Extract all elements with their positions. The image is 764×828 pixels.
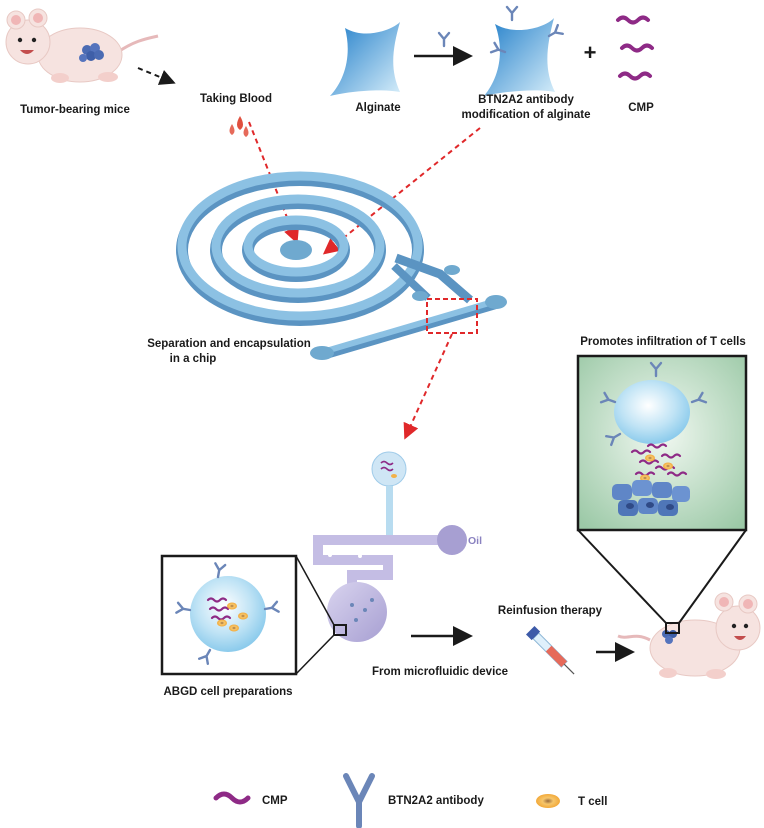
abgd-inset-panel [160,554,298,676]
infiltration-panel [576,354,748,532]
label-oil: Oil [468,535,482,547]
cmp-strands [616,15,654,81]
label-reinfusion: Reinfusion therapy [498,605,603,617]
label-abgd: ABGD cell preparations [163,686,292,698]
device-zoom-box [333,624,347,636]
zoom-line-left [577,529,667,624]
zoom-connector-top [295,555,335,626]
tumor-mass [79,43,104,62]
legend-tcell-swatch [536,794,560,808]
legend-cmp-swatch [213,791,251,805]
treated-mouse-illustration [617,592,761,679]
droplet-microfluidic-device [313,451,467,642]
mouse-zoom-box [665,622,680,634]
label-tumor-mice: Tumor-bearing mice [20,104,130,116]
label-from-device: From microfluidic device [372,666,508,678]
plus-sign: + [584,40,597,65]
blood-drops-icon [229,116,249,137]
tumor-cell-cluster [612,480,690,516]
arrow-mice-to-blood [137,67,176,85]
arrow-chip-to-device [403,333,453,440]
modified-alginate-illustration [484,5,564,96]
tumor-mouse-illustration [5,8,159,83]
legend-cmp-label: CMP [262,795,288,807]
label-taking-blood: Taking Blood [200,93,272,105]
label-promotes: Promotes infiltration of T cells [580,336,746,348]
label-btn-mod-line1: BTN2A2 antibody [478,94,574,106]
legend: CMP BTN2A2 antibody T cell [213,773,607,828]
label-alginate: Alginate [355,102,400,114]
zoom-line-right [678,529,747,624]
antibody-icon [437,31,451,48]
label-btn-mod-line2: modification of alginate [461,109,590,121]
spiral-microfluidic-chip [176,171,507,360]
label-chip-line1: Separation and encapsulation [147,338,311,350]
arrow-alginate-to-chip [322,127,481,255]
label-cmp-top: CMP [628,102,654,114]
legend-antibody-swatch [343,773,375,828]
legend-tcell-label: T cell [578,796,607,808]
alginate-illustration [330,22,400,96]
zoom-region-box [426,298,478,334]
zoom-connector-bottom [295,634,335,675]
legend-antibody-label: BTN2A2 antibody [388,795,484,807]
label-chip-line2: in a chip [170,353,217,365]
syringe-icon [526,626,575,675]
